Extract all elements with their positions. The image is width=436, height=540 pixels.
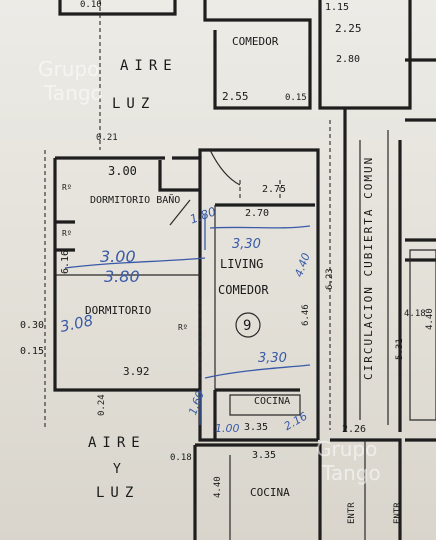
wall-right-room (409, 249, 436, 421)
label-dim-015-b: 0.15 (20, 346, 44, 357)
dash-top-living (239, 180, 281, 200)
wall-cocina (213, 388, 300, 440)
label-cocina-bottom: COCINA (250, 486, 290, 499)
label-dim-531: 5.31 (395, 338, 405, 360)
label-dim-280: 2.80 (336, 54, 360, 65)
label-entr-2: ENTR (393, 502, 403, 524)
label-dim-255: 2.55 (222, 90, 249, 103)
label-rm-2: Rº (62, 229, 72, 238)
label-circulacion: CIRCULACION CUBIERTA COMUN (362, 156, 375, 380)
label-dim-392: 3.92 (123, 365, 150, 378)
hand-300: 3.00 (100, 247, 136, 266)
watermark-bottom-line1: Grupo (316, 437, 377, 461)
pen-line-2 (209, 225, 311, 229)
label-dim-226: 2.26 (342, 424, 366, 435)
label-dim-030: 0.30 (20, 320, 44, 331)
label-aire-top: AIRE (120, 58, 178, 74)
label-dormitorio-bano: DORMITORIO BAÑO (90, 193, 180, 206)
unit-circle (235, 312, 261, 338)
door-arc-2 (209, 149, 241, 186)
wall-top-right (318, 0, 412, 110)
label-comedor-top: COMEDOR (232, 35, 279, 48)
label-comedor-mid: COMEDOR (218, 283, 269, 297)
label-dormitorio: DORMITORIO (85, 304, 151, 317)
label-dim-270: 2.70 (245, 208, 269, 219)
label-dim-015-a: 0.15 (285, 93, 307, 103)
label-rm-1: Rº (62, 183, 72, 192)
walls (53, 0, 436, 540)
label-aire-bottom: AIRE (88, 435, 146, 451)
hand-380: 3.80 (104, 267, 140, 286)
label-y-bottom: Y (113, 462, 121, 477)
wall-dormitorio-left (53, 158, 200, 392)
label-dim-623: 6.23 (325, 268, 335, 290)
wall-top-far-right (405, 58, 436, 122)
label-dim-616: 6.16 (60, 250, 71, 274)
label-dim-646: 6.46 (301, 304, 311, 326)
label-dim-440-right: 4.40 (425, 308, 435, 330)
label-luz-bottom: LUZ (96, 485, 139, 501)
hand-440: 4.40 (292, 251, 313, 278)
label-dim-021: 0.21 (96, 133, 118, 143)
pen-line-3 (204, 364, 311, 379)
wall-bottom-cocina (195, 443, 322, 540)
watermark-top-line2: Tango (43, 81, 103, 105)
watermark-top-line1: Grupo (38, 57, 99, 81)
hand-330-b: 3,30 (258, 351, 287, 366)
printed-labels: COMEDOR 2.25 2.55 1.15 0.15 0.10 AIRE LU… (20, 0, 435, 524)
wall-placard (55, 220, 75, 252)
watermark-bottom-line2: Tango (321, 461, 381, 485)
hand-216: 2.16 (282, 410, 310, 434)
handwritten-lines (64, 215, 311, 425)
label-dim-115: 1.15 (325, 2, 349, 13)
wall-top-comedor (203, 0, 312, 110)
hand-100: 1.00 (215, 422, 240, 435)
label-dim-024: 0.24 (97, 394, 107, 416)
label-dim-440: 4.40 (213, 476, 223, 498)
watermark-bottom: Grupo Tango (316, 437, 381, 485)
label-dim-335-b: 3.35 (252, 450, 276, 461)
label-unit-number: 9 (243, 318, 251, 334)
watermark-top: Grupo Tango (38, 57, 103, 105)
wall-bano (158, 160, 200, 192)
hand-180: 1.80 (188, 204, 218, 226)
label-luz-top: LUZ (112, 96, 155, 112)
label-dim-010: 0.10 (80, 0, 102, 10)
counter-cocina (229, 394, 301, 416)
label-dim-275: 2.75 (262, 184, 286, 195)
wall-living-outer (198, 148, 320, 440)
label-rm-3: Rº (178, 323, 188, 332)
wall-living-left (198, 210, 318, 442)
pen-line-1 (64, 257, 206, 269)
wall-top-left-unit (58, 0, 177, 16)
hand-330-a: 3,30 (232, 237, 261, 252)
label-dim-335-a: 3.35 (244, 422, 268, 433)
door-arc (169, 199, 191, 226)
label-dim-300-top: 3.00 (108, 164, 137, 178)
label-dim-418: 4.18 (404, 309, 426, 319)
label-dim-018: 0.18 (170, 453, 192, 463)
hand-160: 1.60 (186, 389, 207, 416)
label-entr-1: ENTR (347, 502, 357, 524)
label-cocina-mid: COCINA (254, 396, 290, 407)
details (44, 0, 389, 430)
label-living: LIVING (220, 257, 263, 271)
wall-bottom-entr (330, 438, 402, 540)
hand-308: 3.08 (58, 311, 94, 336)
label-dim-225: 2.25 (335, 22, 362, 35)
